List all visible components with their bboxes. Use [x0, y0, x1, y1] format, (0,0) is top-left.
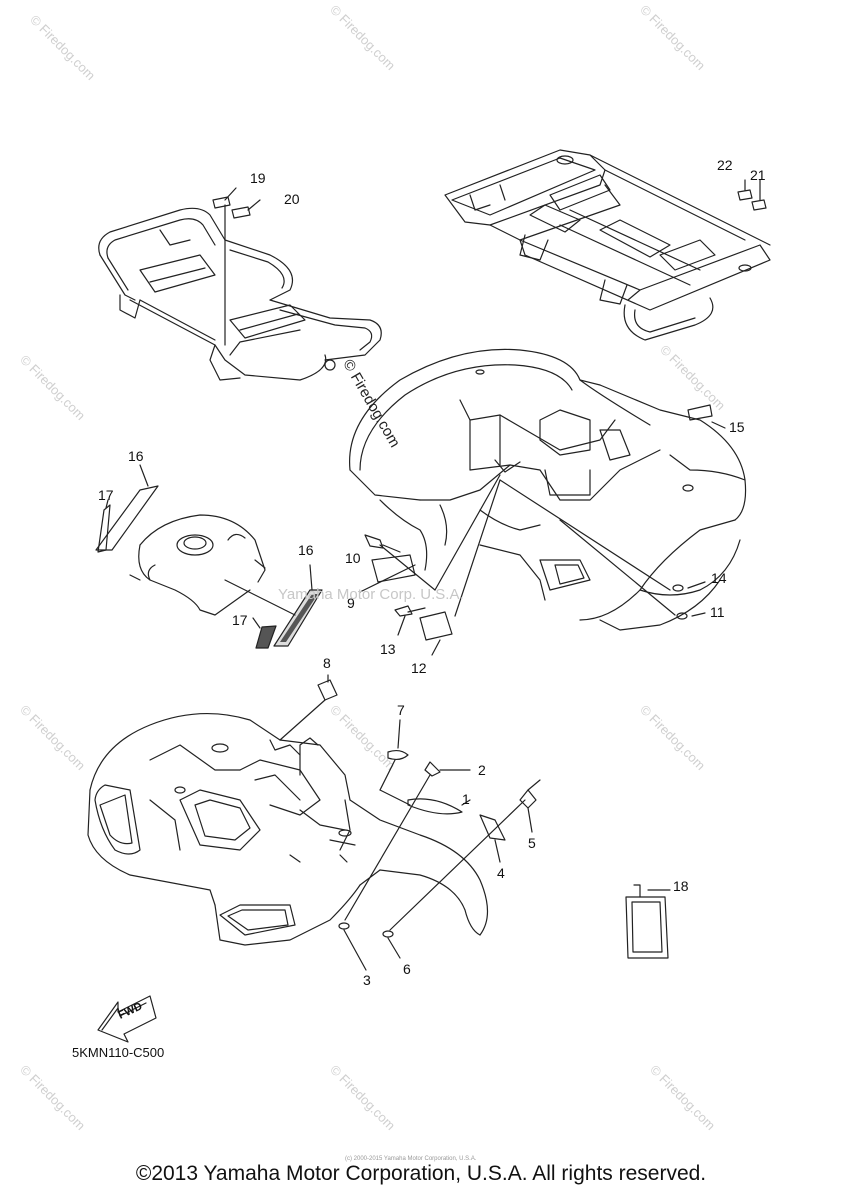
- callout-10: 10: [345, 550, 361, 566]
- watermark-center: Yamaha Motor Corp. U.S.A.: [278, 586, 464, 603]
- callout-3: 3: [363, 972, 371, 988]
- label-18: [625, 884, 671, 959]
- sticker-22: [737, 189, 753, 201]
- rear-carrier: [444, 149, 771, 341]
- sticker-21: [751, 199, 767, 211]
- callout-7: 7: [397, 702, 405, 718]
- callout-19: 19: [250, 170, 266, 186]
- callout-13: 13: [380, 641, 396, 657]
- nut-6: [382, 930, 394, 938]
- bolt-2: [424, 761, 441, 777]
- bolt-5: [519, 789, 537, 809]
- callout-18: 18: [673, 878, 689, 894]
- tank-cover: [129, 514, 266, 616]
- front-carrier: [98, 207, 382, 381]
- nut-3: [338, 922, 350, 930]
- callout-8: 8: [323, 655, 331, 671]
- decal-16-right: [273, 589, 323, 647]
- callout-6: 6: [403, 961, 411, 977]
- rear-fender: [348, 348, 747, 631]
- sticker-8: [317, 679, 338, 701]
- callout-16-left: 16: [128, 448, 144, 464]
- callout-4: 4: [497, 865, 505, 881]
- decal-16-left: [95, 485, 159, 551]
- front-fender: [87, 712, 489, 946]
- sticker-19: [212, 196, 231, 209]
- callout-17-left: 17: [98, 487, 114, 503]
- sticker-7: [387, 749, 409, 761]
- callout-21: 21: [750, 167, 766, 183]
- sticker-4: [479, 814, 506, 841]
- fwd-arrow-icon: [97, 995, 157, 1043]
- callout-20: 20: [284, 191, 300, 207]
- callout-1: 1: [462, 791, 470, 807]
- callout-12: 12: [411, 660, 427, 676]
- sticker-20: [231, 206, 251, 219]
- fasteners-rear: [359, 474, 706, 656]
- sticker-15: [687, 404, 713, 421]
- reference-code: 5KMN110-C500: [72, 1045, 165, 1060]
- copyright-notice: ©2013 Yamaha Motor Corporation, U.S.A. A…: [135, 1162, 707, 1185]
- fine-print: (c) 2000-2015 Yamaha Motor Corporation, …: [345, 1156, 477, 1162]
- callout-15: 15: [729, 419, 745, 435]
- callout-16-right: 16: [298, 542, 314, 558]
- callout-5: 5: [528, 835, 536, 851]
- callout-11: 11: [710, 604, 725, 620]
- callout-14: 14: [711, 570, 727, 586]
- decal-17-left: [97, 504, 111, 553]
- callout-2: 2: [478, 762, 486, 778]
- sticker-1: [407, 798, 463, 815]
- callout-9: 9: [347, 595, 355, 611]
- callout-22: 22: [717, 157, 733, 173]
- callout-17-right: 17: [232, 612, 248, 628]
- decal-17-right: [255, 625, 277, 649]
